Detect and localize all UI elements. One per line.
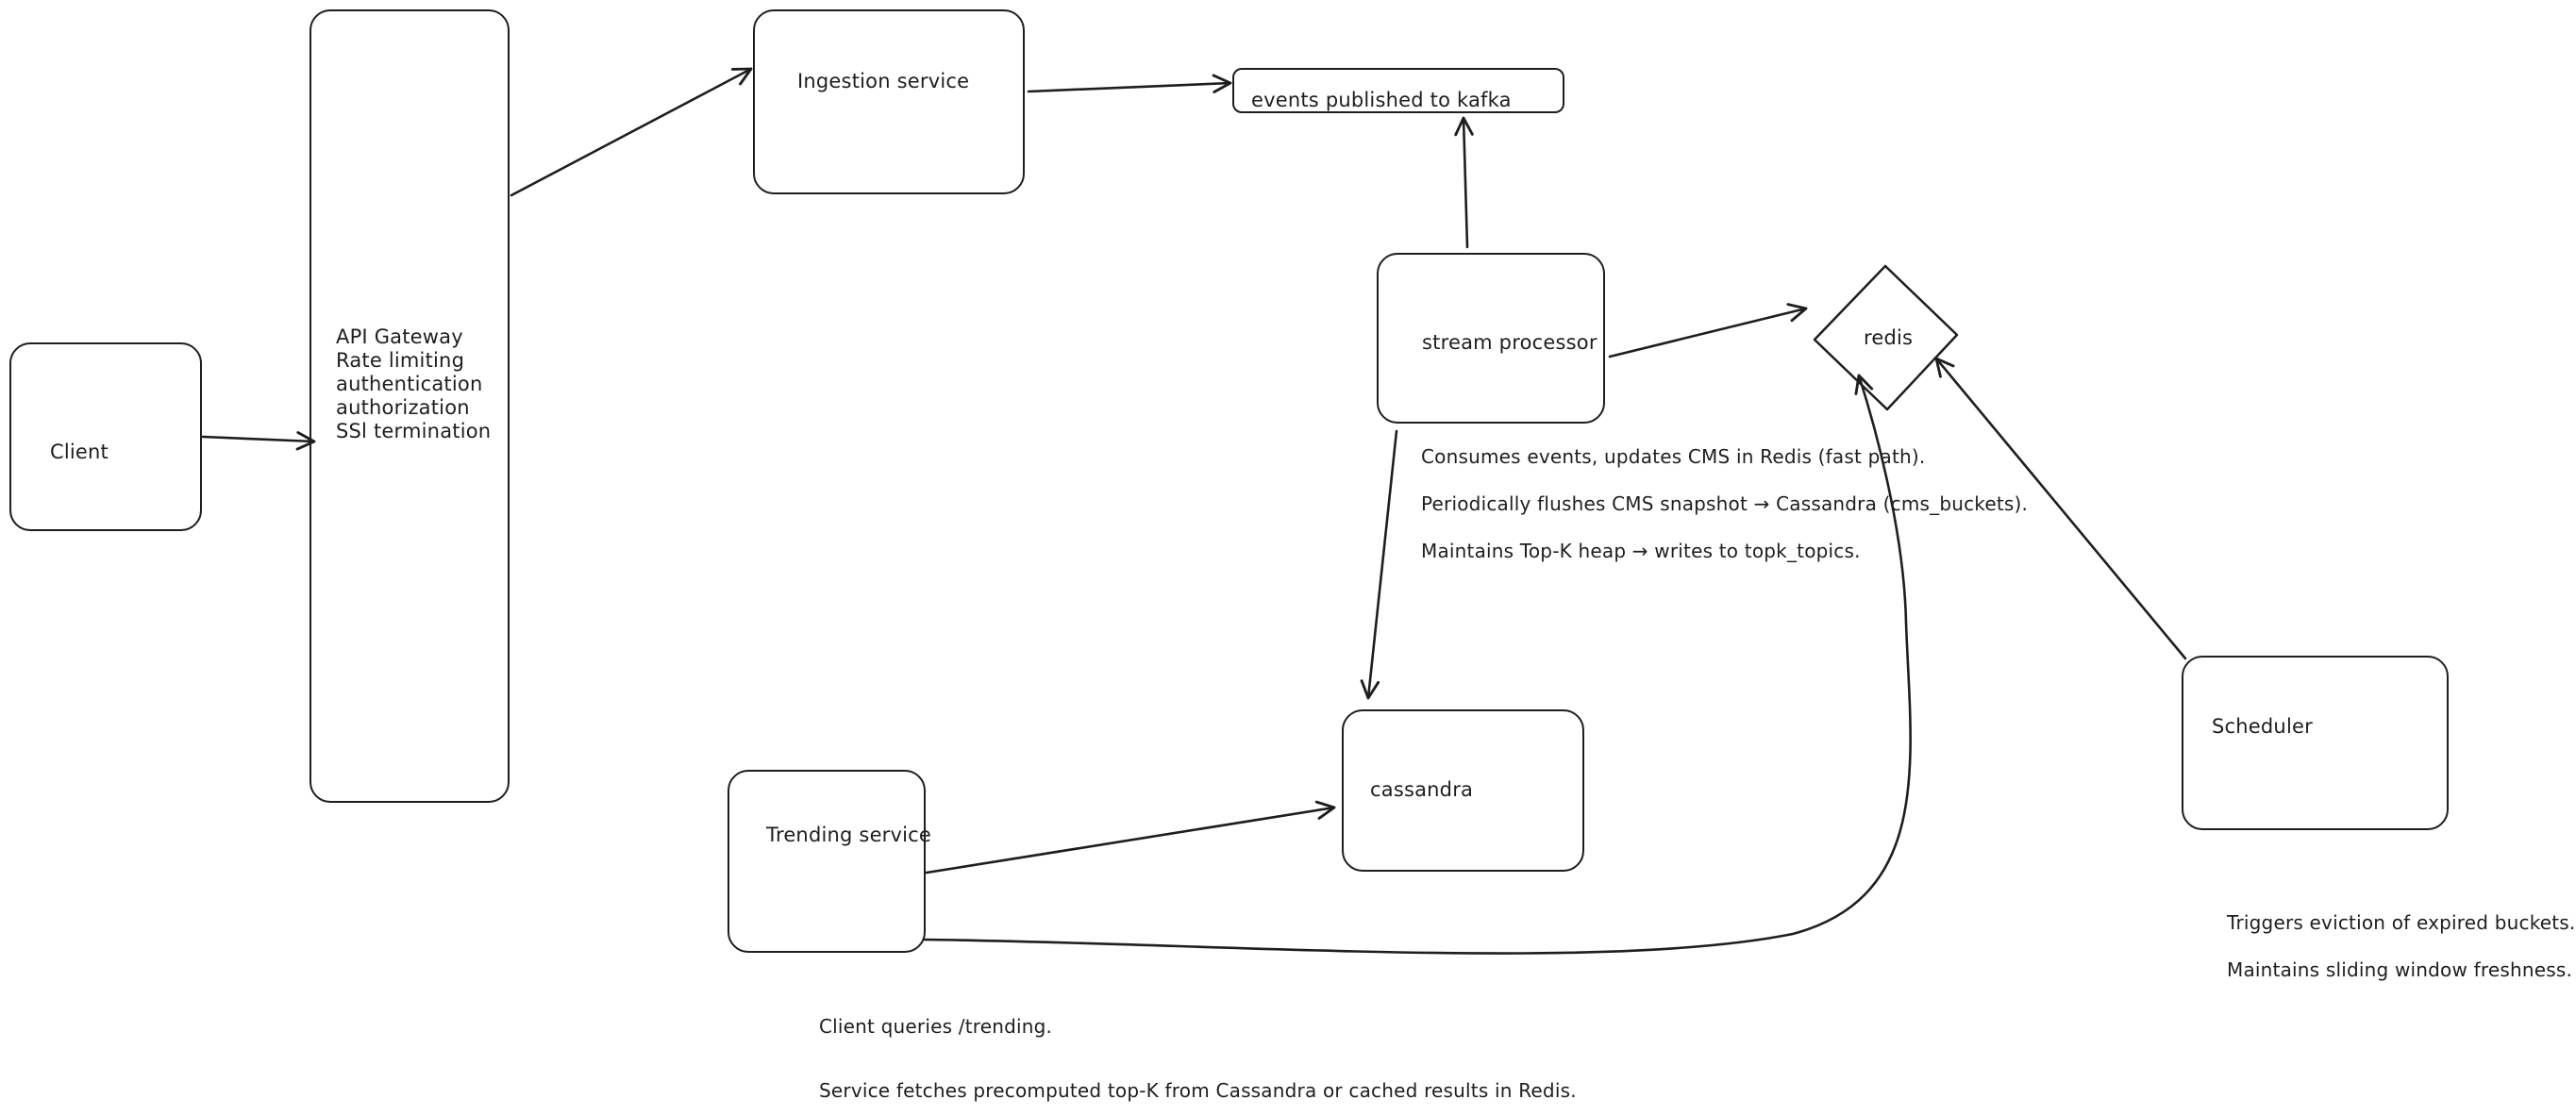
trending-service-note-line: Service fetches precomputed top-K from C…: [819, 1079, 1577, 1102]
arrow-stream-processor-to-cassandra: [1360, 429, 1398, 700]
cassandra-node: [1342, 709, 1584, 872]
stream-processor-label: stream processor: [1422, 331, 1597, 354]
ingestion-service-label: Ingestion service: [797, 70, 970, 92]
stream-processor-note-line: Maintains Top-K heap → writes to topk_to…: [1421, 540, 1861, 562]
stream-processor-node: [1377, 253, 1605, 424]
arrow-trending-to-redis: [923, 374, 1912, 955]
api-gateway-node: [309, 9, 510, 803]
authorization-line: authorization: [336, 396, 470, 419]
arrow-ingestion-to-kafka: [1027, 74, 1232, 93]
arrow-scheduler-to-redis: [1934, 357, 2187, 660]
arrow-stream-processor-to-kafka: [1454, 116, 1474, 249]
arrow-client-to-gateway: [201, 431, 316, 451]
stream-processor-note-line: Consumes events, updates CMS in Redis (f…: [1421, 445, 1926, 468]
client-node: [9, 342, 202, 531]
arrow-trending-to-cassandra: [925, 800, 1336, 874]
scheduler-note-line: Triggers eviction of expired buckets.: [2227, 911, 2576, 934]
trending-service-label: Trending service: [766, 824, 932, 846]
rate-limiting-line: Rate limiting: [336, 349, 465, 372]
scheduler-node: [2182, 656, 2449, 830]
arrow-stream-processor-to-redis: [1608, 303, 1808, 358]
api-gateway-label: API Gateway Rate limiting authentication…: [336, 325, 491, 443]
kafka-node: [1232, 68, 1564, 113]
trending-service-note-line: Client queries /trending.: [819, 1015, 1053, 1038]
scheduler-label: Scheduler: [2212, 715, 2313, 738]
redis-node: [1813, 264, 1959, 411]
arrow-gateway-to-ingestion: [510, 67, 753, 197]
authentication-line: authentication: [336, 373, 483, 395]
ssl-termination-line: SSl termination: [336, 420, 492, 442]
kafka-label: events published to kafka: [1251, 89, 1512, 111]
scheduler-note-line: Maintains sliding window freshness.: [2227, 958, 2573, 981]
redis-label: redis: [1864, 326, 1914, 349]
api-gateway-line: API Gateway: [336, 325, 463, 348]
ingestion-service-node: [753, 9, 1025, 194]
cassandra-label: cassandra: [1370, 778, 1474, 801]
trending-service-node: [728, 770, 926, 953]
stream-processor-note-line: Periodically flushes CMS snapshot → Cass…: [1421, 492, 2029, 515]
client-label: Client: [50, 441, 109, 463]
